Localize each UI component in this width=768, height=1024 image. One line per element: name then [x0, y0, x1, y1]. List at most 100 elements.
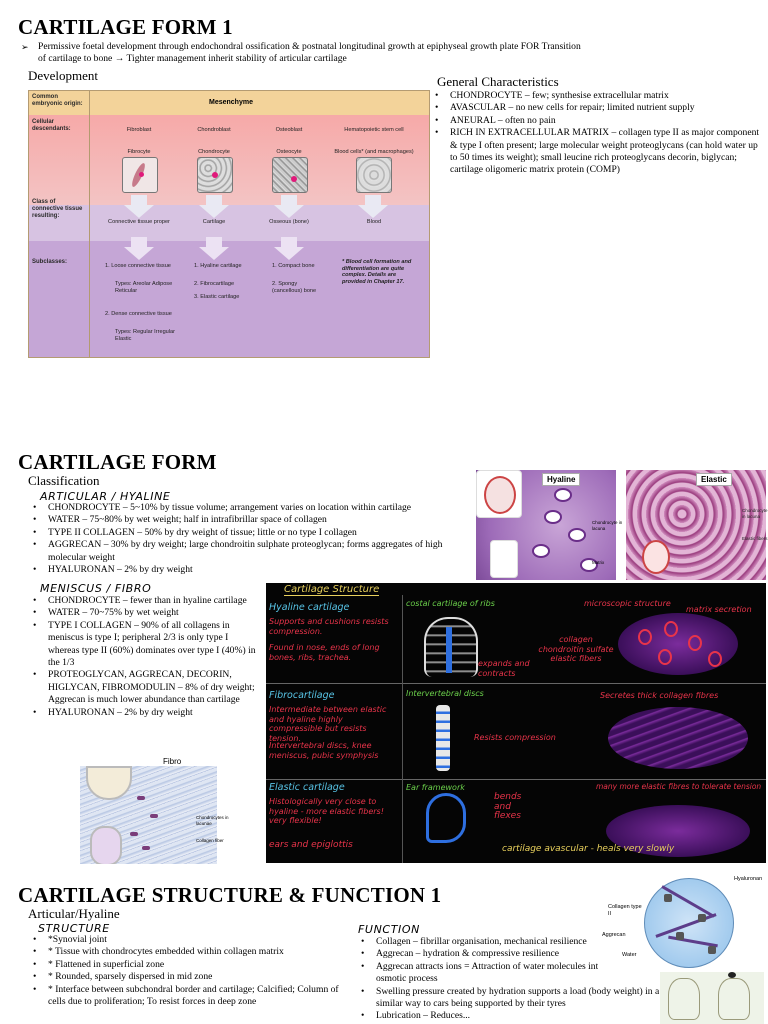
function-item: Lubrication – Reduces...: [356, 1010, 666, 1023]
articular-item: AGGRECAN – 30% by dry weight; large chon…: [28, 539, 453, 564]
row-label-subclasses: Subclasses:: [32, 259, 68, 265]
descendant-hematopoietic: Hematopoietic stem cell: [344, 127, 404, 133]
row-label-origin: Common embryonic origin:: [32, 94, 83, 107]
structure-list: *Synovial joint * Tissue with chondrocyt…: [28, 934, 348, 1008]
chalk-elastic-name: Elastic cartilage: [269, 782, 345, 793]
hyaline-annotation-1: Chondrocyte in lacuna: [592, 520, 623, 531]
hyaline-micrograph: [476, 470, 616, 580]
class-cartilage: Cartilage: [202, 219, 226, 225]
diagram-collagen-label: Collagen type II: [608, 904, 642, 917]
articular-item: CHONDROCYTE – 5~10% by tissue volume; ar…: [28, 502, 453, 515]
fibro-annotation-1: Chondrocytes in lacunae: [196, 815, 229, 826]
elastic-annotation-1: Chondrocyte in lacuna: [742, 508, 768, 519]
meniscus-heading: MENISCUS / FIBRO: [40, 582, 152, 595]
chalk-fibro-example: Intervertebral discs: [406, 689, 484, 698]
classification-label: Classification: [28, 473, 100, 488]
structure-item: * Tissue with chondrocytes embedded with…: [28, 946, 348, 959]
fibro-label: Fibro: [163, 757, 182, 766]
function-item: Aggrecan – hydration & compressive resil…: [356, 948, 666, 961]
class-osseous: Osseous (bone): [269, 219, 309, 225]
diagram-water-label: Water: [622, 952, 637, 958]
hyaline-cells-drawing: [618, 613, 738, 675]
sub-ct-2: 2. Dense connective tissue: [105, 311, 172, 317]
sub-ct-types-2: Types: Regular Irregular Elastic: [115, 329, 176, 342]
fibro-fibres-drawing: [608, 707, 748, 769]
sub-bone-2: 2. Spongy (cancellous) bone: [272, 281, 317, 294]
elastic-label: Elastic: [696, 473, 732, 486]
meniscus-item: PROTEOGLYCAN, AGGRECAN, DECORIN, HIGLYCA…: [28, 669, 258, 706]
structure-heading: STRUCTURE: [38, 922, 110, 935]
fibrocartilage-micrograph: [80, 766, 217, 864]
class-ct-proper: Connective tissue proper: [108, 219, 170, 225]
chalk-elastic-micro: many more elastic fibres to tolerate ten…: [596, 782, 762, 791]
articular-hyaline-label: Articular/Hyaline: [28, 906, 120, 921]
ear-drawing: [426, 793, 466, 843]
structure-item: * Rounded, sparsely dispersed in mid zon…: [28, 971, 348, 984]
cell-fibrocyte: Fibrocyte: [127, 149, 151, 155]
gen-item: AVASCULAR – no new cells for repair; lim…: [430, 102, 760, 115]
gen-item: ANEURAL – often no pain: [430, 115, 760, 128]
meniscus-list: CHONDROCYTE – fewer than in hyaline cart…: [28, 595, 258, 719]
cell-osteocyte: Osteocyte: [276, 149, 302, 155]
meniscus-item: WATER – 70~75% by wet weight: [28, 607, 258, 620]
sub-cart-3: 3. Elastic cartilage: [194, 294, 240, 300]
cell-blood: Blood cells* (and macrophages): [334, 149, 414, 155]
row-label-class: Class of connective tissue resulting:: [32, 199, 83, 219]
chalk-hyaline-note: expands and contracts: [478, 659, 530, 678]
meniscus-item: HYALURONAN – 2% by dry weight: [28, 707, 258, 720]
chalk-hyaline-micro: microscopic structure: [584, 599, 671, 608]
sub-ct-1: 1. Loose connective tissue: [105, 263, 171, 269]
gen-item: RICH IN EXTRACELLULAR MATRIX – collagen …: [430, 127, 760, 177]
sub-bone-1: 1. Compact bone: [272, 263, 315, 269]
fibro-annotation-2: Collagen fiber: [196, 838, 224, 843]
structure-item: * Interface between subchondral border a…: [28, 984, 348, 1009]
chalk-fibro-note: Resists compression: [474, 733, 556, 742]
function-list: Collagen – fibrillar organisation, mecha…: [356, 936, 666, 1023]
fibrocyte-image: [122, 157, 158, 193]
articular-item: HYALURONAN – 2% by dry weight: [28, 564, 453, 577]
chondrocyte-image: [197, 157, 233, 193]
chalk-fibro-name: Fibrocartilage: [269, 690, 335, 701]
articular-heading: ARTICULAR / HYALINE: [40, 490, 171, 503]
hyaline-annotation-2: Matrix: [592, 560, 605, 565]
chalk-fibro-found: Intervertebral discs, knee meniscus, pub…: [269, 741, 379, 760]
chalk-elastic-example: Ear framework: [406, 783, 465, 792]
elastic-cells-drawing: [606, 805, 750, 857]
development-label: Development: [28, 68, 99, 83]
structure-item: * Flattened in superficial zone: [28, 959, 348, 972]
function-item: Collagen – fibrillar organisation, mecha…: [356, 936, 666, 949]
intro-text: Permissive foetal development through en…: [18, 41, 588, 66]
descendant-fibroblast: Fibroblast: [126, 127, 152, 133]
function-heading: FUNCTION: [358, 923, 420, 936]
descendant-chondroblast: Chondroblast: [197, 127, 231, 133]
chalk-elastic-desc: Histologically very close to hyaline - m…: [269, 797, 384, 826]
diagram-hyaluronan-label: Hyaluronan: [734, 876, 763, 882]
chalk-title: Cartilage Structure: [284, 584, 380, 596]
cartilage-structure-chalkboard: Cartilage Structure Hyaline cartilage Su…: [266, 583, 766, 863]
aggrecan-diagram: Hyaluronan Collagen type II Aggrecan Wat…: [598, 870, 768, 970]
chalk-elastic-found: ears and epiglottis: [269, 840, 353, 850]
general-characteristics-list: CHONDROCYTE – few; synthesise extracellu…: [430, 90, 760, 177]
cell-chondrocyte: Chondrocyte: [198, 149, 230, 155]
function-item: Aggrecan attracts ions = Attraction of w…: [356, 961, 666, 986]
chalk-hyaline-found: Found in nose, ends of long bones, ribs,…: [269, 643, 380, 662]
section-title-form-1: CARTILAGE FORM 1: [18, 15, 233, 39]
chalk-hyaline-name: Hyaline cartilage: [269, 602, 350, 613]
diagram-aggrecan-label: Aggrecan: [602, 932, 626, 938]
elastic-micrograph: [626, 470, 766, 580]
class-blood: Blood: [366, 219, 382, 225]
meniscus-item: TYPE I COLLAGEN – 90% of all collagens i…: [28, 620, 258, 670]
chalk-fibro-desc: Intermediate between elastic and hyaline…: [269, 705, 387, 743]
intro-list: Permissive foetal development through en…: [18, 41, 588, 66]
development-figure: Common embryonic origin: Mesenchyme Cell…: [28, 90, 430, 358]
section-title-structure-function: CARTILAGE STRUCTURE & FUNCTION 1: [18, 883, 442, 907]
articular-list: CHONDROCYTE – 5~10% by tissue volume; ar…: [28, 502, 453, 577]
chalk-fibro-micro: Secretes thick collagen fibres: [600, 691, 719, 700]
descendant-osteoblast: Osteoblast: [275, 127, 303, 133]
chalk-hyaline-matrix: matrix secretion: [686, 605, 752, 614]
articular-item: WATER – 75~80% by wet weight; half in in…: [28, 514, 453, 527]
chalk-footer: cartilage avascular - heals very slowly: [502, 844, 675, 854]
knee-joint-sketch: [660, 972, 764, 1024]
row-label-descendants: Cellular descendants:: [32, 119, 71, 132]
gen-item: CHONDROCYTE – few; synthesise extracellu…: [430, 90, 760, 103]
